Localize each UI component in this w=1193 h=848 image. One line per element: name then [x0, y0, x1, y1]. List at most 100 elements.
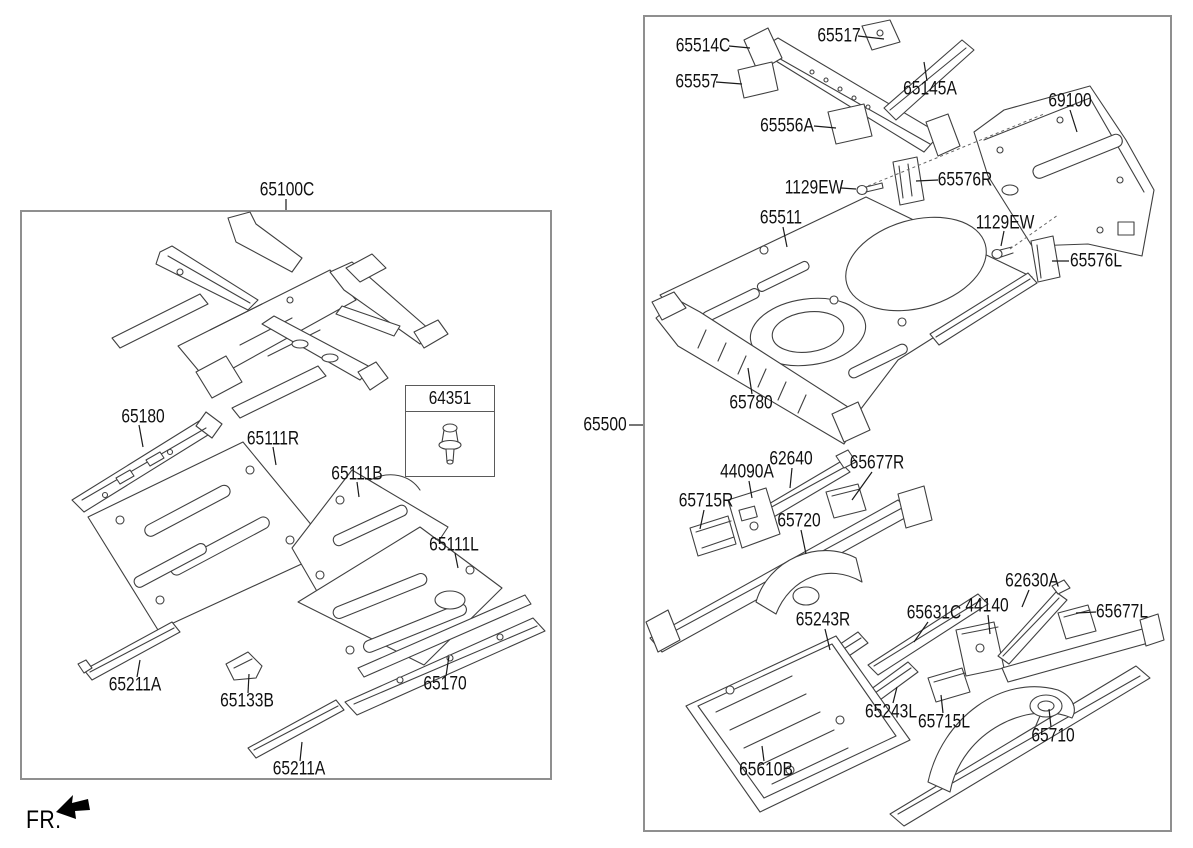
part-art-65677L [1057, 604, 1097, 640]
leader-65133B [247, 673, 250, 694]
callout-65556A: 65556A [760, 115, 814, 137]
part-art-65677R [825, 483, 867, 519]
leader-65243R [824, 628, 831, 651]
callout-65557: 65557 [675, 71, 719, 93]
leader-65576R [915, 179, 939, 182]
part-art-69100 [973, 85, 1155, 257]
leader-65557 [715, 81, 743, 85]
leader-65243L [892, 686, 898, 704]
callout-65111L: 65111L [429, 534, 479, 556]
leader-69100 [1069, 109, 1078, 133]
callout-65720: 65720 [777, 510, 821, 532]
part-art-65133B [225, 651, 263, 681]
callout-62630A: 62630A [1005, 570, 1059, 592]
callout-65710: 65710 [1031, 725, 1075, 747]
fr-direction-label: FR. [26, 806, 62, 834]
leader-65610B [761, 745, 765, 762]
callout-65780: 65780 [729, 392, 773, 414]
inset-box-64351: 64351 [405, 385, 495, 477]
leader-62640 [789, 467, 793, 489]
callout-65145A: 65145A [903, 78, 957, 100]
leader-1129EW-b [1000, 230, 1005, 247]
leader-65514C [728, 45, 751, 49]
callout-1129EW-a: 1129EW [784, 177, 844, 199]
leader-65720 [800, 529, 807, 555]
leader-65715L [940, 694, 944, 714]
part-art-65780 [651, 291, 871, 445]
part-art-65576R [892, 156, 925, 206]
callout-65576R: 65576R [937, 169, 993, 191]
callout-65500: 65500 [583, 414, 627, 436]
leader-65710 [1048, 708, 1052, 728]
callout-65243L: 65243L [865, 701, 917, 723]
callout-62640: 62640 [769, 448, 813, 470]
callout-65133B: 65133B [220, 690, 274, 712]
callout-65715L: 65715L [918, 711, 970, 733]
callout-65715R: 65715R [678, 490, 734, 512]
callout-65100C: 65100C [259, 179, 315, 201]
leader-65556A [813, 125, 837, 129]
leader-65111R [272, 446, 277, 466]
callout-65111R: 65111R [246, 428, 300, 450]
part-art-65100c-assembly [111, 211, 449, 419]
callout-65631C: 65631C [906, 602, 962, 624]
leader-65517 [857, 35, 885, 40]
part-art-65211A-a [77, 621, 181, 681]
leader-65715R [699, 509, 705, 530]
bolt-icon-1129EW-a [856, 182, 884, 196]
part-art-65170 [344, 594, 546, 716]
callout-44090A: 44090A [720, 461, 774, 483]
push-rivet-fastener-icon [438, 423, 462, 465]
callout-44140: 44140 [965, 595, 1009, 617]
part-art-rear-crossmember-group [737, 19, 975, 157]
part-art-65715R [689, 515, 737, 557]
callout-65677L: 65677L [1096, 601, 1148, 623]
leader-65111L [454, 552, 459, 569]
leader-65211A-a [136, 659, 141, 678]
leader-65145A [923, 61, 928, 82]
dashed-reference-line-a [867, 113, 1045, 187]
leader-65170 [445, 655, 450, 677]
left-diagram-box [20, 210, 552, 780]
leader-65677L [1075, 611, 1097, 614]
callout-65511: 65511 [759, 207, 803, 229]
leader-65511 [782, 226, 788, 248]
callout-65677R: 65677R [849, 452, 905, 474]
leader-1129EW-a [840, 187, 857, 190]
leader-65111B [356, 481, 360, 498]
callout-65514C: 65514C [675, 35, 731, 57]
callout-65243R: 65243R [795, 609, 851, 631]
part-art-65576L [1030, 235, 1061, 283]
part-art-65631C [867, 593, 989, 676]
callout-65211A-a: 65211A [108, 674, 162, 696]
bolt-icon-1129EW-b [991, 246, 1014, 260]
inset-label: 64351 [428, 388, 472, 408]
callout-65610B: 65610B [739, 759, 793, 781]
part-art-65610B [685, 635, 911, 813]
part-art-44090A [727, 487, 781, 549]
inset-header: 64351 [406, 386, 494, 412]
callout-65180: 65180 [121, 406, 165, 428]
callout-65170: 65170 [423, 673, 467, 695]
leader-65631C [913, 621, 929, 643]
part-art-62640 [761, 449, 857, 519]
leader-65211A-b [299, 741, 303, 762]
callout-69100: 69100 [1048, 90, 1092, 112]
part-art-65211A-b [247, 699, 345, 759]
leader-65677R [851, 471, 873, 501]
callout-65211A-b: 65211A [272, 758, 326, 780]
callout-65576L: 65576L [1070, 250, 1122, 272]
part-art-65180 [71, 411, 223, 513]
part-art-62630A [997, 579, 1071, 665]
front-direction-arrow-icon [56, 795, 90, 819]
dashed-reference-line-b [1009, 214, 1059, 250]
leader-44090A [748, 480, 753, 499]
leader-65180 [138, 424, 144, 448]
callout-65517: 65517 [817, 25, 861, 47]
callout-65111B: 65111B [331, 463, 383, 485]
leader-65780 [747, 367, 753, 395]
right-diagram-box [643, 15, 1172, 832]
part-art-65710 [889, 613, 1165, 827]
